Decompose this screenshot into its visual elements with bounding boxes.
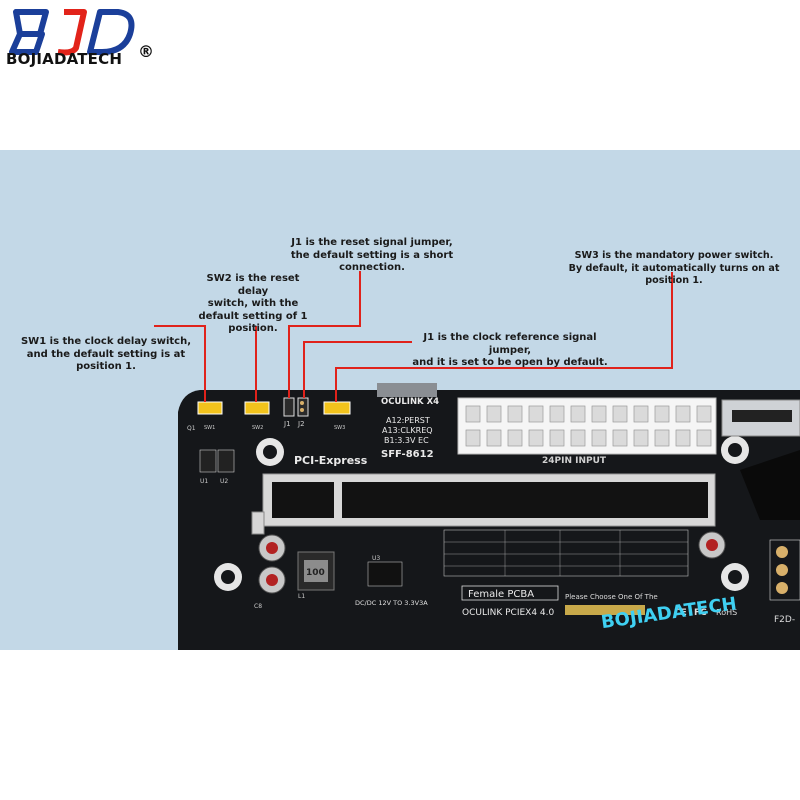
side-header xyxy=(769,539,800,601)
pcb-edge xyxy=(178,620,800,650)
silk-sw1: SW1 xyxy=(204,425,215,431)
pcba-label: Female PCBA xyxy=(468,589,534,600)
spec-table xyxy=(443,529,689,577)
sw3-line xyxy=(335,367,412,402)
j1-clock-callout: J1 is the clock reference signal jumper,… xyxy=(412,332,608,368)
f2d-label: F2D- xyxy=(774,615,795,625)
sw1-callout: SW1 is the clock delay switch, and the d… xyxy=(20,336,192,372)
sw1-switch xyxy=(197,401,223,415)
pin-note-b1: B1:3.3V EC xyxy=(384,436,429,445)
dcdc-label: DC/DC 12V TO 3.3V3A xyxy=(355,599,428,607)
silk-u1: U1 xyxy=(200,478,208,485)
silk-c8: C8 xyxy=(254,603,262,610)
j1-jumper xyxy=(283,397,295,417)
chip-u2 xyxy=(217,449,235,473)
cert-rohs: RoHS xyxy=(716,608,737,617)
sw3-top-line xyxy=(412,272,673,369)
brand-name: BOJIADATECH xyxy=(6,50,123,68)
product-photo-panel: OCULINK X4 A12:PERST A13:CLKREQ B1:3.3V … xyxy=(0,150,800,650)
silk-q1: Q1 xyxy=(187,425,196,432)
atx-pins xyxy=(465,405,712,447)
bojiadatech-logo xyxy=(9,9,135,56)
silk-sw3: SW3 xyxy=(334,425,345,431)
gold-pad-strip xyxy=(565,605,645,615)
j1-reset-callout: J1 is the reset signal jumper, the defau… xyxy=(290,237,454,273)
model-label: OCULINK PCIEX4 4.0 xyxy=(462,608,555,618)
riser-board-photo: OCULINK X4 A12:PERST A13:CLKREQ B1:3.3V … xyxy=(154,271,800,650)
dcdc-chip-u3 xyxy=(367,561,403,587)
cert-ce: CE xyxy=(674,608,687,618)
silk-l1: L1 xyxy=(298,593,305,600)
silk-sw2: SW2 xyxy=(252,425,263,431)
j1-clock-line xyxy=(303,341,412,398)
sw3-switch xyxy=(323,401,351,415)
silk-u3: U3 xyxy=(372,555,380,562)
side-connector xyxy=(740,450,800,520)
pcie-label: PCI-Express xyxy=(294,454,368,467)
fuse xyxy=(251,511,265,535)
cert-fc: FC xyxy=(694,608,707,618)
silk-j1: J1 xyxy=(283,420,291,428)
sw2-callout: SW2 is the reset delay switch, with the … xyxy=(198,273,308,334)
pin-note-a12: A12:PERST xyxy=(386,416,430,425)
j1-reset-line xyxy=(288,271,361,398)
sff-label: SFF-8612 xyxy=(381,449,434,460)
j2-jumper xyxy=(297,397,309,417)
pin-note-a13: A13:CLKREQ xyxy=(382,426,433,435)
oculink-label: OCULINK X4 xyxy=(381,397,439,407)
oculink-connector xyxy=(377,383,437,397)
inductor-value: 100 xyxy=(306,568,325,578)
sw3-callout: SW3 is the mandatory power switch. By de… xyxy=(568,250,780,286)
callout-lines xyxy=(154,271,673,402)
sw1-line xyxy=(154,325,206,402)
chip-u1 xyxy=(199,449,217,473)
power-label: 24PIN INPUT xyxy=(542,456,607,466)
sw2-switch xyxy=(244,401,270,415)
choose-label: Please Choose One Of The xyxy=(565,593,658,601)
registered-mark: ® xyxy=(138,42,154,61)
silk-u2: U2 xyxy=(220,478,228,485)
silk-j2: J2 xyxy=(297,420,305,428)
